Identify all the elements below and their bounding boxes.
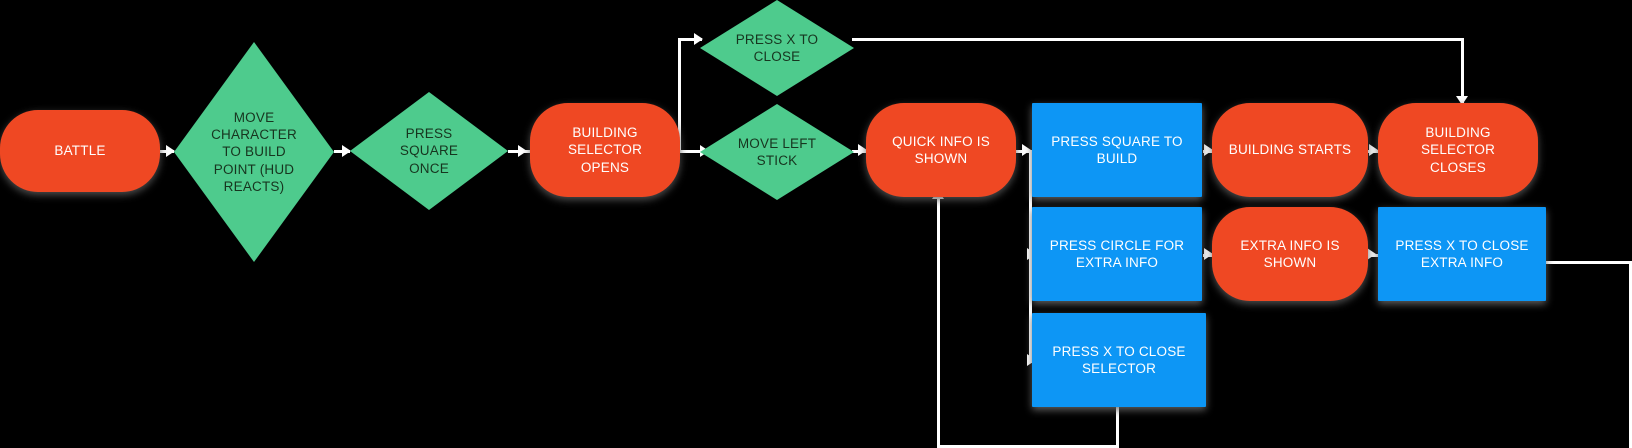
node-selector-closes-label: BUILDING SELECTOR CLOSES bbox=[1420, 125, 1496, 175]
node-press-x-close[interactable]: PRESS X TO CLOSE bbox=[700, 0, 854, 96]
node-press-x-extra-label: PRESS X TO CLOSE EXTRA INFO bbox=[1395, 237, 1529, 270]
node-building-starts[interactable]: BUILDING STARTS bbox=[1212, 103, 1368, 197]
node-press-x-selector-label: PRESS X TO CLOSE SELECTOR bbox=[1052, 343, 1186, 376]
node-quick-info-shown-label: QUICK INFO IS SHOWN bbox=[892, 133, 990, 166]
node-battle-label: BATTLE bbox=[54, 143, 106, 159]
arrowhead-press-square-to-selector-opens bbox=[518, 145, 527, 157]
arrowhead-press-circle-info-to-extra-info-shown bbox=[1204, 248, 1213, 260]
edge-press-x-close-to-selector-closes-v bbox=[1461, 38, 1464, 104]
node-building-starts-label: BUILDING STARTS bbox=[1228, 142, 1352, 158]
node-extra-info-shown-label: EXTRA INFO IS SHOWN bbox=[1240, 237, 1340, 270]
edge-press-x-extra-return-right bbox=[1545, 261, 1632, 264]
node-press-square-build-label: PRESS SQUARE TO BUILD bbox=[1051, 133, 1183, 166]
node-press-square-build[interactable]: PRESS SQUARE TO BUILD bbox=[1032, 103, 1202, 197]
node-selector-opens[interactable]: BUILDING SELECTOR OPENS bbox=[530, 103, 680, 197]
edge-selector-opens-stub bbox=[678, 150, 710, 153]
edge-press-x-close-to-selector-closes-h bbox=[852, 38, 1464, 41]
arrowhead-press-x-close-to-selector-closes bbox=[1456, 96, 1468, 105]
arrowhead-press-square-build-to-building-starts bbox=[1204, 144, 1213, 156]
arrowhead-selector-opens-to-press-x-close bbox=[694, 33, 703, 45]
arrowhead-extra-info-shown-to-press-x-extra bbox=[1367, 248, 1376, 260]
node-extra-info-shown[interactable]: EXTRA INFO IS SHOWN bbox=[1212, 207, 1368, 301]
node-move-character[interactable]: MOVE CHARACTER TO BUILD POINT (HUD REACT… bbox=[174, 42, 334, 262]
node-selector-opens-label: BUILDING SELECTOR OPENS bbox=[567, 125, 643, 175]
arrowhead-quick-info-to-press-x-selector bbox=[1027, 354, 1036, 366]
node-selector-closes[interactable]: BUILDING SELECTOR CLOSES bbox=[1378, 103, 1538, 197]
arrowhead-move-character-to-press-square bbox=[342, 145, 351, 157]
edge-press-x-extra-return-down bbox=[1629, 261, 1632, 448]
arrowhead-quick-info-to-press-circle-info bbox=[1027, 248, 1036, 260]
node-press-x-close-label: PRESS X TO CLOSE bbox=[735, 31, 819, 64]
arrowhead-move-left-stick-to-quick-info bbox=[858, 144, 867, 156]
node-battle[interactable]: BATTLE bbox=[0, 110, 160, 192]
edge-selector-opens-to-press-x-close bbox=[678, 38, 702, 41]
node-press-square-once[interactable]: PRESS SQUARE ONCE bbox=[350, 92, 508, 210]
node-press-circle-info[interactable]: PRESS CIRCLE FOR EXTRA INFO bbox=[1032, 207, 1202, 301]
node-quick-info-shown[interactable]: QUICK INFO IS SHOWN bbox=[866, 103, 1016, 197]
node-press-x-selector[interactable]: PRESS X TO CLOSE SELECTOR bbox=[1032, 313, 1206, 407]
node-press-x-extra[interactable]: PRESS X TO CLOSE EXTRA INFO bbox=[1378, 207, 1546, 301]
arrowhead-building-starts-to-selector-closes bbox=[1369, 144, 1378, 156]
edge-selector-opens-riser bbox=[678, 38, 681, 153]
node-move-character-label: MOVE CHARACTER TO BUILD POINT (HUD REACT… bbox=[211, 109, 297, 194]
edge-press-x-selector-return-down bbox=[1116, 405, 1119, 448]
edge-return-to-quick-info-riser bbox=[937, 196, 940, 448]
arrowhead-battle-to-move-character bbox=[166, 145, 175, 157]
node-press-circle-info-label: PRESS CIRCLE FOR EXTRA INFO bbox=[1049, 237, 1185, 270]
node-move-left-stick-label: MOVE LEFT STICK bbox=[737, 135, 817, 168]
node-press-square-once-label: PRESS SQUARE ONCE bbox=[399, 126, 459, 176]
arrowhead-quick-info-to-press-square-build bbox=[1022, 144, 1031, 156]
node-move-left-stick[interactable]: MOVE LEFT STICK bbox=[700, 104, 854, 200]
edge-press-x-selector-return-left bbox=[937, 445, 1119, 448]
